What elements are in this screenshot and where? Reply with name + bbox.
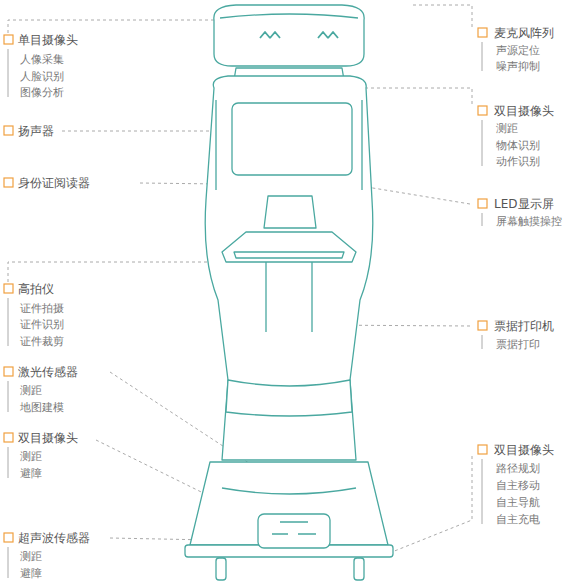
- sub-item-bars: [8, 42, 482, 578]
- part-name: 身份证阅读器: [18, 175, 90, 191]
- leader-line: [8, 20, 240, 33]
- function-item: 测距: [20, 449, 42, 465]
- function-item: 物体识别: [496, 138, 540, 154]
- scanner-tray: [222, 232, 356, 262]
- function-item: 路径规划: [496, 461, 540, 477]
- function-item: 地图建模: [20, 400, 64, 416]
- part-name: 超声波传感器: [18, 530, 90, 546]
- tray-inner: [234, 252, 344, 258]
- function-item: 图像分析: [20, 85, 64, 101]
- function-item: 避障: [20, 566, 42, 582]
- function-item: 自主移动: [496, 478, 540, 494]
- leader-line: [355, 88, 472, 104]
- function-item: 自主导航: [496, 495, 540, 511]
- leader-line: [62, 131, 214, 132]
- waist-band: [226, 380, 352, 416]
- part-name: 单目摄像头: [18, 32, 78, 48]
- function-item: 屏幕触摸操控: [496, 214, 562, 230]
- function-item: 证件拍摄: [20, 301, 64, 317]
- function-item: 测距: [20, 549, 42, 565]
- function-item: 人像采集: [20, 52, 64, 68]
- reader: [264, 196, 316, 228]
- part-name: LED显示屏: [494, 196, 554, 212]
- sensor-detail: [272, 522, 316, 534]
- eyes: [260, 32, 338, 38]
- screen: [232, 103, 352, 175]
- function-item: 噪声抑制: [496, 59, 540, 75]
- part-name: 双目摄像头: [494, 442, 554, 458]
- part-name: 双目摄像头: [494, 103, 554, 119]
- part-name: 高拍仪: [18, 281, 54, 297]
- body: [205, 76, 373, 460]
- function-item: 证件裁剪: [20, 334, 64, 350]
- part-name: 激光传感器: [18, 364, 78, 380]
- part-name: 麦克风阵列: [494, 25, 554, 41]
- part-name: 扬声器: [18, 123, 54, 139]
- function-item: 证件识别: [20, 317, 64, 333]
- head-line: [220, 14, 358, 18]
- function-item: 测距: [20, 383, 42, 399]
- function-item: 避障: [20, 466, 42, 482]
- function-item: 票据打印: [496, 337, 540, 353]
- wheel: [354, 558, 364, 580]
- head: [214, 5, 364, 66]
- leader-line: [410, 5, 472, 27]
- part-name: 票据打印机: [494, 318, 554, 334]
- robot: [185, 5, 393, 580]
- wheel: [216, 558, 226, 580]
- printer-slot: [266, 262, 312, 332]
- function-item: 声源定位: [496, 43, 540, 59]
- base-line: [222, 488, 356, 494]
- part-name: 双目摄像头: [18, 430, 78, 446]
- leader-lines: [8, 5, 472, 552]
- function-item: 测距: [496, 121, 518, 137]
- function-item: 动作识别: [496, 154, 540, 170]
- function-item: 人脸识别: [20, 69, 64, 85]
- leader-line: [392, 456, 472, 552]
- function-item: 自主充电: [496, 512, 540, 528]
- sensor-window: [258, 514, 330, 548]
- body-edge: [216, 100, 362, 190]
